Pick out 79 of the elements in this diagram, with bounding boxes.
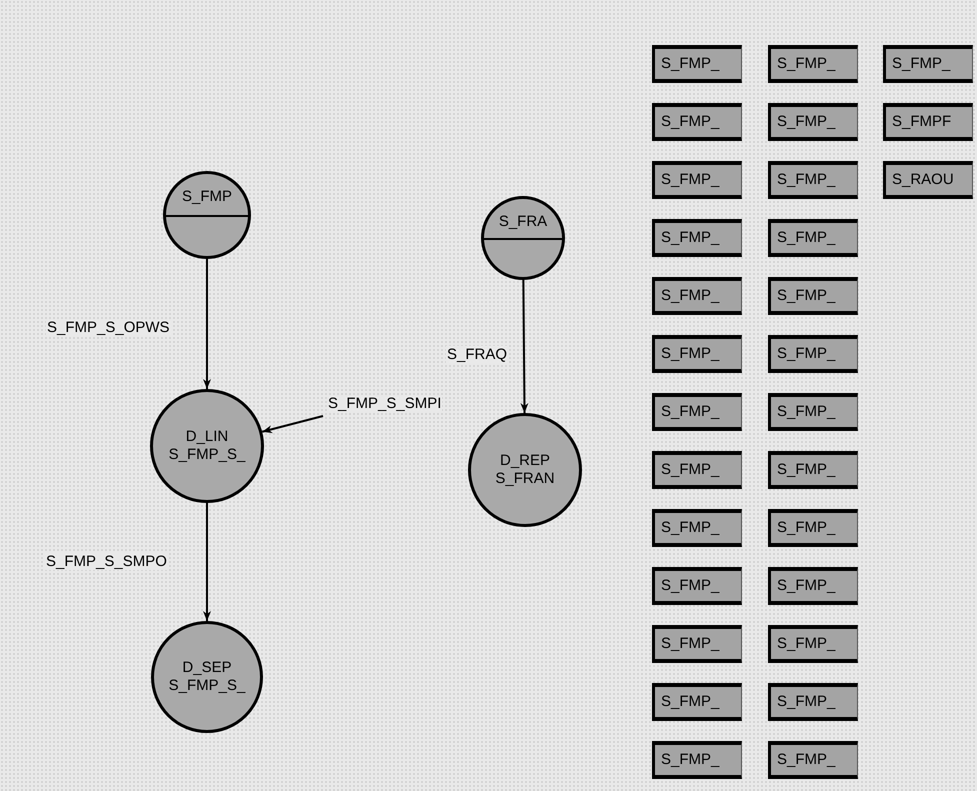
arrow [203, 503, 211, 621]
node-label: S_FMP_ [777, 519, 836, 537]
node-label: S_FMP_ [661, 345, 720, 363]
item-box [768, 335, 858, 373]
item-box [768, 393, 858, 431]
node-label: S_FMP_ [661, 171, 720, 189]
node-label: S_FMP_ [661, 577, 720, 595]
node-label: S_FMP_ [777, 171, 836, 189]
node-label: S_FMP_ [661, 461, 720, 479]
item-box [652, 393, 742, 431]
node-label: S_FMP_S_ [168, 677, 246, 695]
edge-label: S_FMP_S_SMPI [327, 395, 442, 412]
node-label: S_FMP_ [777, 461, 836, 479]
item-box [768, 45, 858, 83]
node-label: S_FMP_S_ [168, 446, 246, 464]
node-label: S_FMP_ [892, 55, 950, 73]
edge-label: S_FMP_S_SMPO [45, 553, 168, 570]
item-box [768, 277, 858, 315]
node-label: D_REP [500, 452, 550, 470]
node-label: S_FMP_ [777, 287, 836, 305]
item-box [652, 683, 742, 721]
arrow [203, 259, 211, 389]
node-label: S_FMP_ [661, 229, 720, 247]
node-label: S_FMP_ [777, 635, 836, 653]
item-box [768, 741, 858, 779]
node-label: S_FMP_ [777, 345, 836, 363]
node-label: S_FMP_ [777, 577, 836, 595]
state-circle [151, 621, 263, 733]
node-label: S_FMP_ [777, 751, 836, 769]
node-label: S_FMP_ [661, 693, 720, 711]
item-box [652, 625, 742, 663]
state-circle [163, 171, 251, 259]
state-circle [150, 389, 264, 503]
item-box [652, 509, 742, 547]
item-box [652, 567, 742, 605]
item-box [652, 741, 742, 779]
arrow [520, 280, 528, 414]
node-label: S_FMP_ [777, 229, 836, 247]
node-label: S_FRAN [495, 470, 555, 488]
node-label: S_FMP [182, 188, 232, 206]
node-label: S_FMPF [892, 113, 952, 131]
node-label: S_FMP_ [661, 55, 720, 73]
node-label: S_FRA [498, 213, 548, 231]
state-circle [468, 413, 582, 527]
arrow [262, 415, 324, 434]
item-box [768, 509, 858, 547]
edge-label: S_FMP_S_OPWS [46, 319, 171, 336]
item-box [768, 161, 858, 199]
item-box [652, 335, 742, 373]
item-box [883, 103, 973, 141]
item-box [652, 161, 742, 199]
node-label: S_FMP_ [661, 403, 720, 421]
node-label: S_FMP_ [661, 635, 720, 653]
edge-label: S_FRAQ [446, 346, 508, 363]
node-label: S_FMP_ [777, 403, 836, 421]
item-box [768, 683, 858, 721]
node-label: D_SEP [182, 659, 232, 677]
node-label: S_FMP_ [661, 751, 720, 769]
state-circle [481, 196, 565, 280]
item-box [883, 161, 973, 199]
item-box [768, 103, 858, 141]
item-box [768, 219, 858, 257]
item-box [652, 103, 742, 141]
item-box [768, 625, 858, 663]
node-label: D_LIN [186, 428, 228, 446]
node-label: S_FMP_ [661, 113, 720, 131]
node-label: S_FMP_ [661, 519, 720, 537]
item-box [652, 219, 742, 257]
item-box [652, 45, 742, 83]
node-label: S_RAOU [892, 171, 954, 189]
item-box [768, 567, 858, 605]
node-label: S_FMP_ [777, 113, 836, 131]
node-label: S_FMP_ [777, 55, 836, 73]
item-box [883, 45, 973, 83]
item-box [768, 451, 858, 489]
node-label: S_FMP_ [777, 693, 836, 711]
item-box [652, 451, 742, 489]
node-label: S_FMP_ [661, 287, 720, 305]
item-box [652, 277, 742, 315]
